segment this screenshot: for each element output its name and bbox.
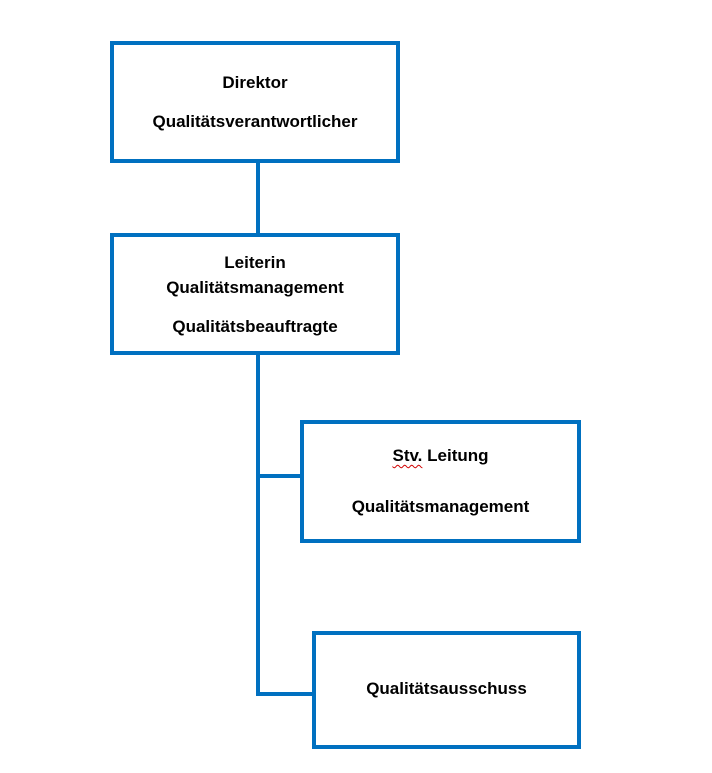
node-head-qm-dept: Qualitätsmanagement <box>166 278 344 297</box>
node-deputy-qm: Stv. Leitung Qualitätsmanagement <box>300 420 581 543</box>
node-deputy-qm-dept: Qualitätsmanagement <box>351 497 530 516</box>
node-deputy-qm-title-rest: Leitung <box>422 446 489 465</box>
node-committee-title: Qualitätsausschuss <box>366 679 527 698</box>
node-deputy-qm-title: Stv. Leitung <box>304 446 577 466</box>
node-head-qm: Leiterin Qualitätsmanagement Qualitätsbe… <box>110 233 400 355</box>
node-director-role: Qualitätsverantwortlicher <box>152 112 358 131</box>
spellcheck-marked-word: Stv. <box>392 446 423 465</box>
node-committee: Qualitätsausschuss <box>312 631 581 749</box>
node-director: Direktor Qualitätsverantwortlicher <box>110 41 400 163</box>
node-director-title: Direktor <box>222 73 288 92</box>
connector-to-deputy <box>256 474 302 478</box>
node-head-qm-title: Leiterin <box>224 253 286 272</box>
connector-to-committee <box>256 692 314 696</box>
connector-head-trunk <box>256 354 260 696</box>
connector-director-to-head <box>256 162 260 236</box>
node-head-qm-role: Qualitätsbeauftragte <box>172 317 338 336</box>
